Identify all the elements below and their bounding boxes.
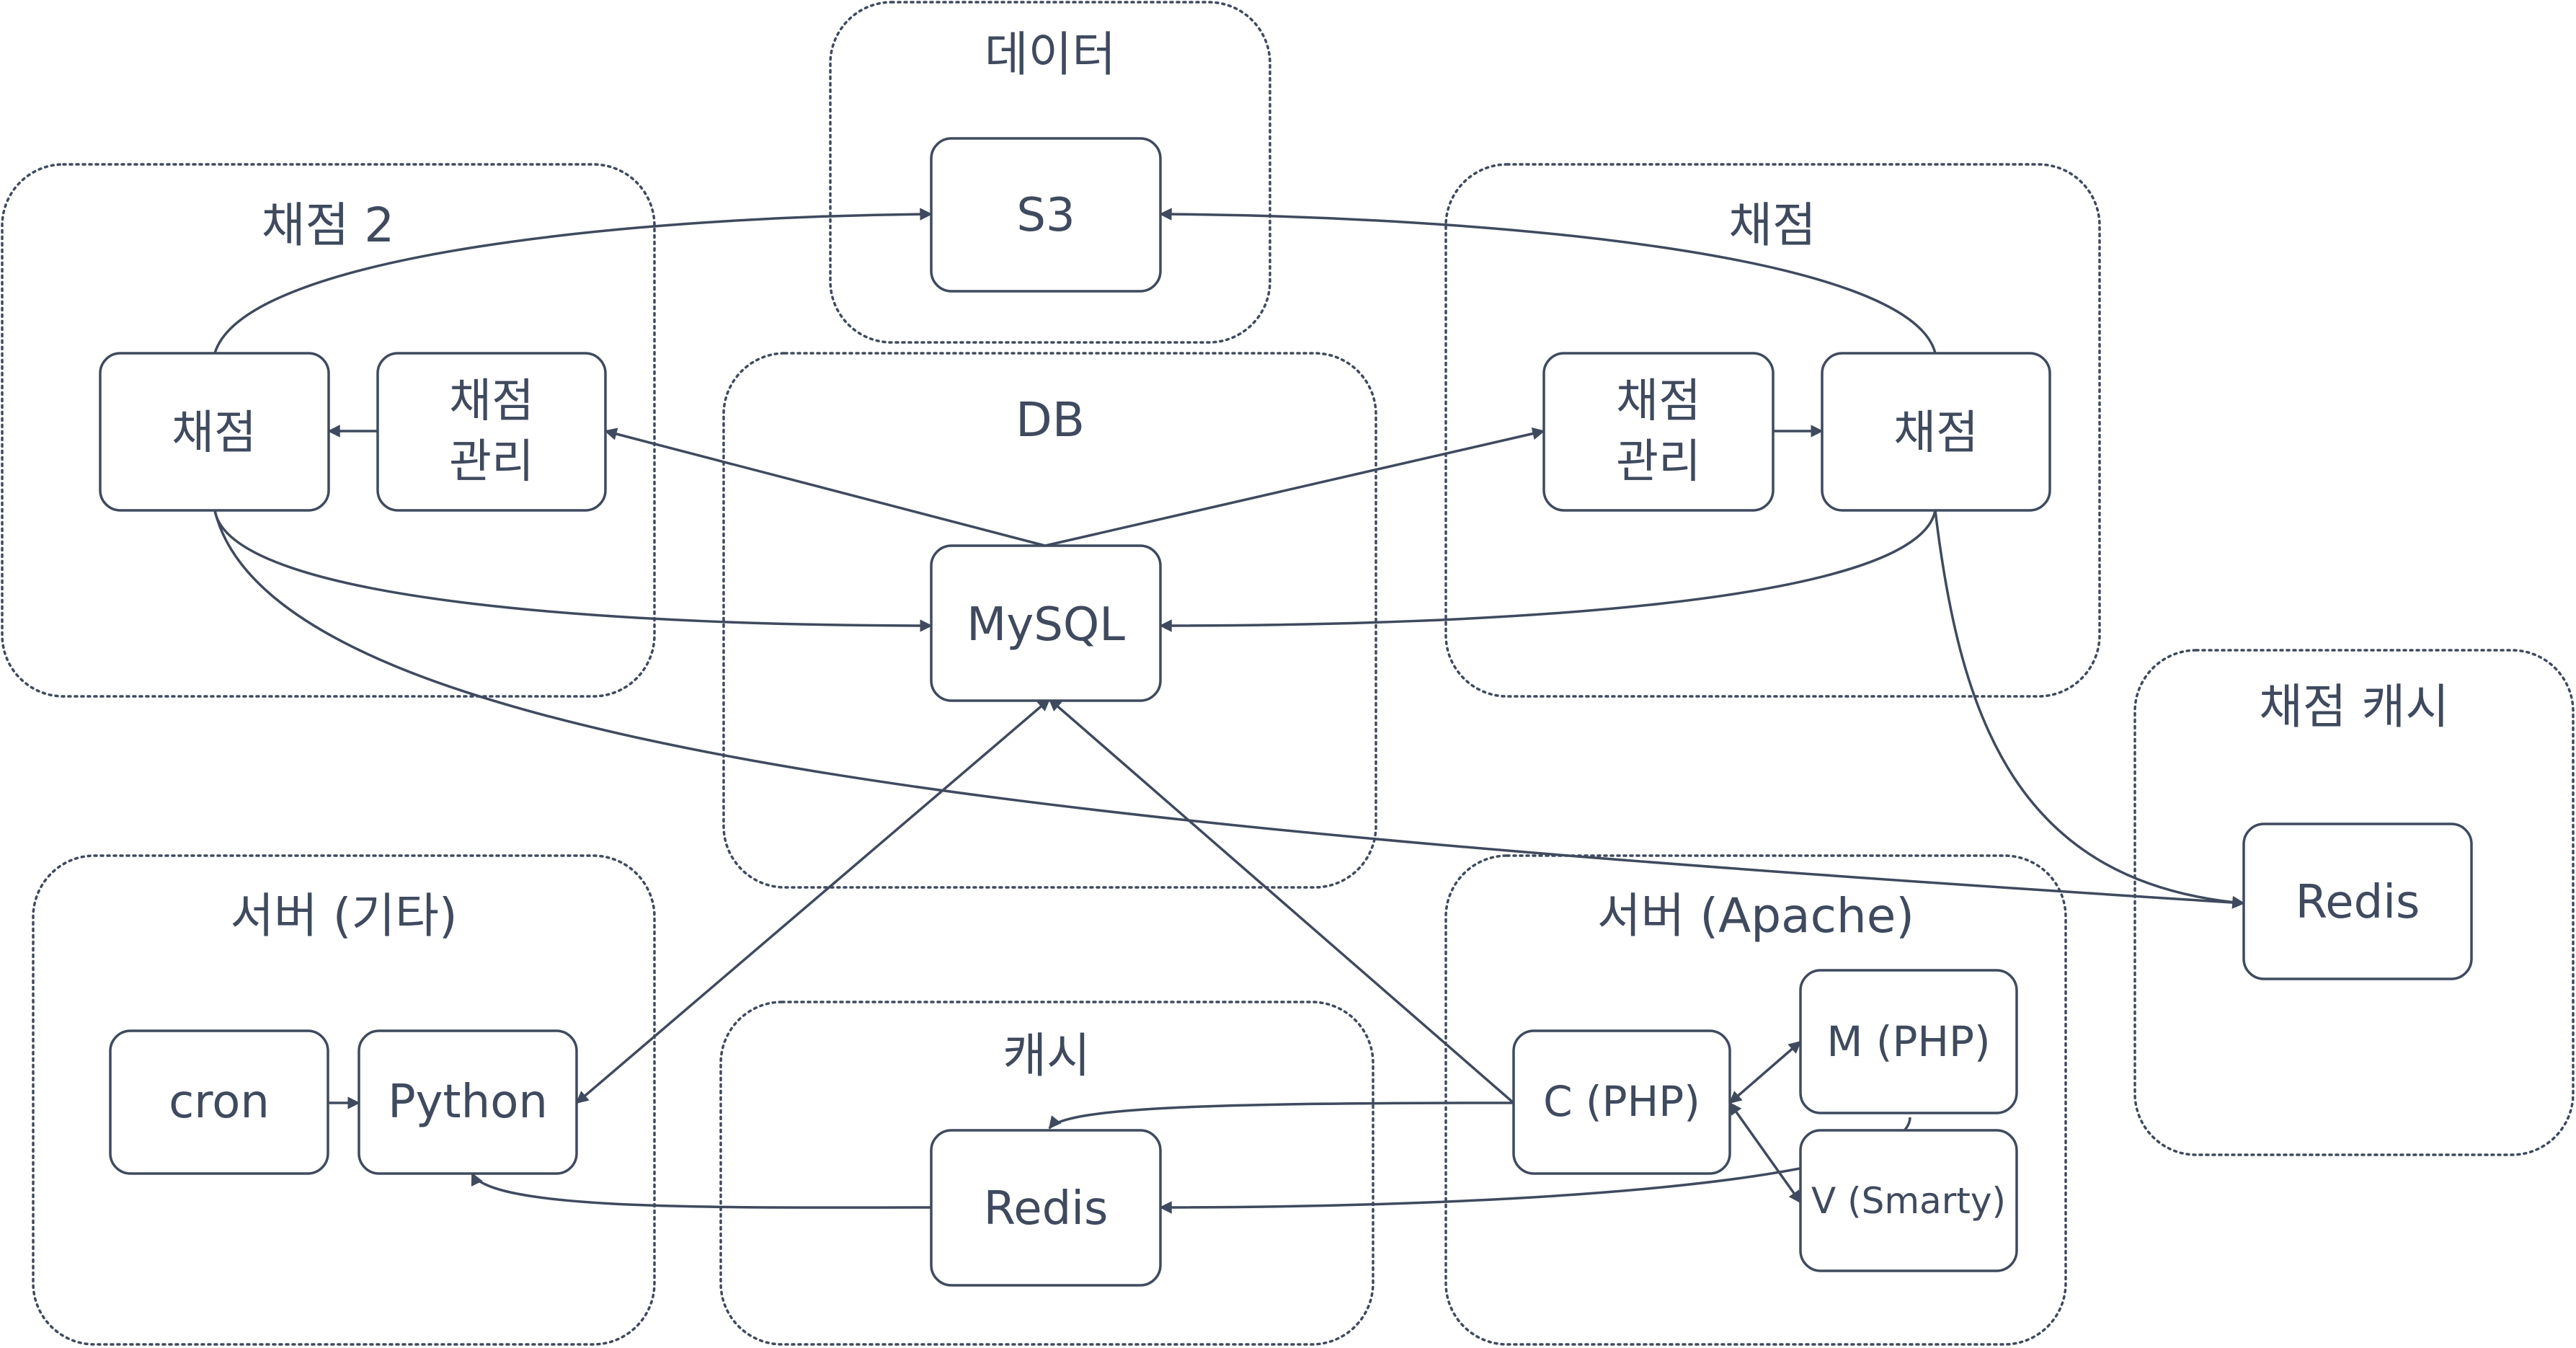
node-grading-worker-label: 채점 [1893,407,1978,460]
edge-cphp-vsmarty [1728,1101,1802,1204]
node-grading2-worker-box [99,352,330,512]
node-cron-box [109,1029,329,1175]
node-redis-grading: Redis [2242,822,2473,980]
node-grading-manager-label-line2: 관리 [1616,435,1701,489]
node-s3: S3 [930,137,1162,293]
group-server-other-title: 서버 (기타) [230,888,457,944]
group-server-apache: 서버 (Apache) [1444,854,2067,1346]
node-grading-worker: 채점 [1821,352,2051,512]
node-cron: cron [109,1029,329,1175]
node-s3-box [930,137,1162,293]
edge-cphp-mphp [1728,1040,1802,1104]
node-python-box [357,1029,578,1175]
group-data-title: 데이터 [985,27,1116,82]
node-grading-worker-box [1821,352,2051,512]
edge-grading-to-redis-grading [1934,510,2245,909]
edge-grading2-to-s3 [213,208,933,354]
node-mysql-box [930,544,1162,702]
group-grading-cache: 채점 캐시 [2133,649,2575,1156]
node-s3-label: S3 [1016,189,1075,242]
node-v-smarty-box [1799,1129,2018,1272]
edges [213,208,2245,1214]
node-grading2-manager-box [376,352,607,512]
node-m-php: M (PHP) [1799,969,2018,1114]
node-cron-label: cron [169,1076,270,1129]
node-python-label: Python [388,1076,548,1129]
edge-grading2-to-mysql [213,510,933,632]
group-grading-box [1444,163,2101,698]
group-grading2-title: 채점 2 [262,198,394,253]
node-mysql-label: MySQL [967,598,1125,652]
group-db-box [722,352,1377,889]
group-grading-title: 채점 [1728,198,1816,253]
node-m-php-box [1799,969,2018,1114]
node-v-smarty: V (Smarty) [1799,1129,2018,1272]
node-redis-cache-label: Redis [984,1182,1109,1236]
group-server-other: 서버 (기타) [32,854,656,1346]
group-cache-title: 캐시 [1003,1028,1090,1083]
node-c-php-label: C (PHP) [1543,1077,1700,1126]
edge-mysql-to-grading-manager [1044,427,1545,547]
edge-grading2-to-redis-grading [213,510,2245,909]
group-grading2: 채점 2 [1,163,656,698]
edge-python-mysql [575,698,1051,1104]
group-data: 데이터 [829,1,1271,344]
node-c-php: C (PHP) [1512,1029,1731,1175]
node-grading2-worker-label: 채점 [172,407,257,460]
node-c-php-box [1512,1029,1731,1175]
group-server-apache-title: 서버 (Apache) [1597,888,1914,944]
node-grading2-worker: 채점 [99,352,330,512]
node-grading-manager-box [1542,352,1775,512]
node-grading2-manager-label-line2: 관리 [449,435,534,489]
group-server-apache-box [1444,854,2067,1346]
group-grading-cache-box [2133,649,2575,1156]
edge-grading-to-s3 [1159,208,1937,354]
node-redis-grading-box [2242,822,2473,980]
group-grading2-box [1,163,656,698]
node-grading2-manager-label-line1: 채점 [449,375,534,428]
edge-redis-cache-to-python [471,1172,932,1209]
node-redis-cache: Redis [930,1129,1162,1287]
group-grading: 채점 [1444,163,2101,698]
node-m-php-label: M (PHP) [1826,1017,1990,1066]
node-grading-manager: 채점 관리 [1542,352,1775,512]
node-grading2-manager: 채점 관리 [376,352,607,512]
group-grading-cache-title: 채점 캐시 [2259,679,2449,735]
node-python: Python [357,1029,578,1175]
node-v-smarty-label: V (Smarty) [1811,1180,2006,1222]
node-redis-cache-box [930,1129,1162,1287]
node-redis-grading-label: Redis [2296,876,2420,929]
group-db-title: DB [1016,392,1085,448]
group-db: DB [722,352,1377,889]
edge-grading-to-mysql [1159,510,1937,632]
edge-cphp-to-mysql [1048,698,1515,1104]
node-mysql: MySQL [930,544,1162,702]
node-grading-manager-label-line1: 채점 [1616,375,1701,428]
edge-cphp-to-redis-cache [1048,1101,1514,1130]
edge-mysql-to-grading2-manager [604,427,1046,547]
group-data-box [829,1,1271,344]
